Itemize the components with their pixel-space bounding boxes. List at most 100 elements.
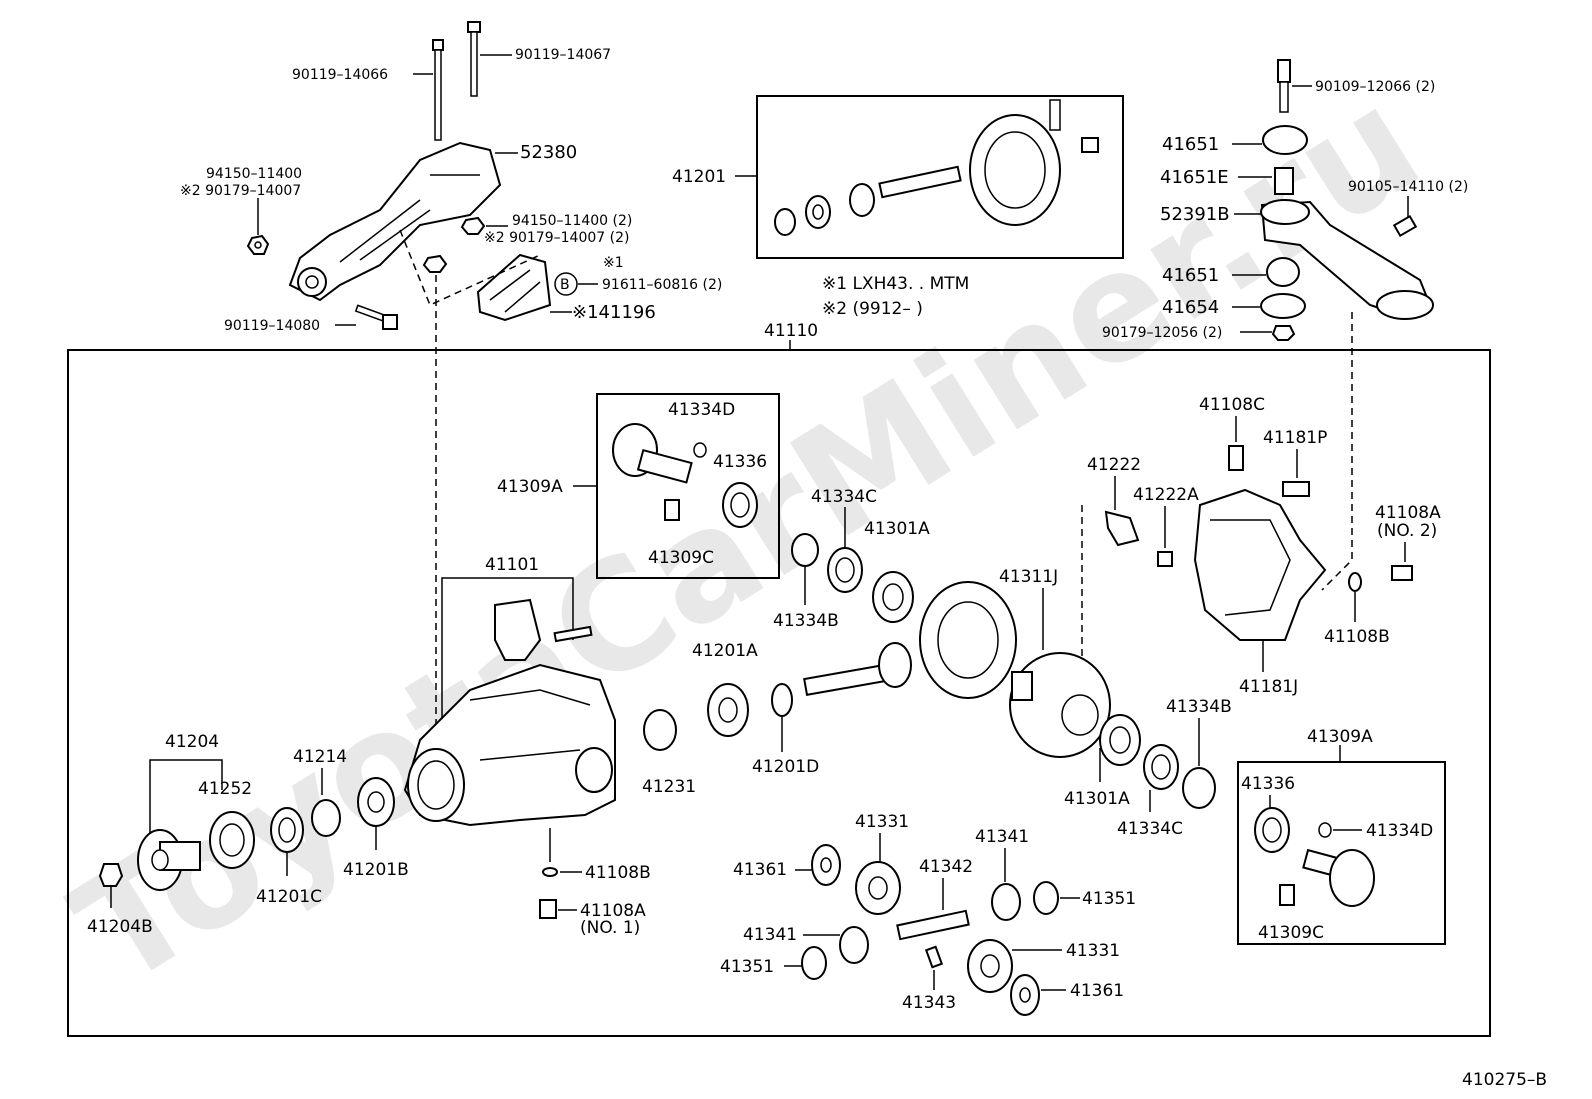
- ring-pinion-gear-41201: [774, 99, 1099, 236]
- label-90179-14007-2[interactable]: ※2 90179–14007 (2): [484, 230, 629, 246]
- label-41201[interactable]: 41201: [672, 167, 726, 187]
- label-41334d-lower[interactable]: 41334D: [1366, 821, 1433, 841]
- circle-b-marker: [554, 272, 578, 296]
- assembly-frame-41110: [67, 349, 1491, 1037]
- gasket-41108b-left: [542, 867, 558, 877]
- bolt-90119-14067: [467, 21, 481, 97]
- label-90179-14007[interactable]: ※2 90179–14007: [180, 183, 301, 199]
- label-41301a-lower[interactable]: 41301A: [1064, 789, 1130, 809]
- label-41201c[interactable]: 41201C: [256, 887, 322, 907]
- label-91611-60816[interactable]: 91611–60816 (2): [602, 277, 722, 293]
- label-41181j[interactable]: 41181J: [1239, 677, 1298, 697]
- shaft-41342: [896, 909, 970, 941]
- label-41331-lower[interactable]: 41331: [1066, 941, 1120, 961]
- box-41309a-lower: [1237, 761, 1446, 945]
- cover-41181j: [1193, 488, 1327, 641]
- label-41309c-lower[interactable]: 41309C: [1258, 923, 1324, 943]
- label-90105-14110[interactable]: 90105–14110 (2): [1348, 179, 1468, 195]
- differential-case-41311j: [1009, 652, 1111, 758]
- label-41252[interactable]: 41252: [198, 779, 252, 799]
- plug-41108a-no1: [539, 899, 557, 919]
- ring-gear: [919, 581, 1017, 699]
- bolt-90119-14080: [354, 304, 398, 330]
- label-94150-11400[interactable]: 94150–11400: [206, 166, 302, 182]
- label-41101[interactable]: 41101: [485, 555, 539, 575]
- label-41309a-lower[interactable]: 41309A: [1307, 727, 1373, 747]
- companion-flange-41204: [137, 829, 201, 891]
- label-41214[interactable]: 41214: [293, 747, 347, 767]
- label-41204b[interactable]: 41204B: [87, 917, 153, 937]
- label-41351-lower[interactable]: 41351: [720, 957, 774, 977]
- label-mark1[interactable]: ※1: [603, 255, 624, 271]
- pinion-41341-lower: [839, 926, 869, 964]
- label-41201b[interactable]: 41201B: [343, 860, 409, 880]
- label-41110[interactable]: 41110: [764, 321, 818, 341]
- label-41311j[interactable]: 41311J: [999, 567, 1058, 587]
- label-41651e[interactable]: 41651E: [1160, 167, 1229, 188]
- label-41108c[interactable]: 41108C: [1199, 395, 1265, 415]
- label-41651-lower[interactable]: 41651: [1162, 265, 1219, 286]
- label-52391b[interactable]: 52391B: [1160, 204, 1230, 225]
- washer-41351-lower: [801, 946, 827, 980]
- label-41201d[interactable]: 41201D: [752, 757, 819, 777]
- label-41334b-upper[interactable]: 41334B: [773, 611, 839, 631]
- label-41334c-lower[interactable]: 41334C: [1117, 819, 1183, 839]
- gasket-41108b-right: [1348, 572, 1362, 592]
- nut-90179-12056: [1271, 325, 1296, 341]
- bolt-41309c-upper: [664, 499, 680, 521]
- label-90119-14080[interactable]: 90119–14080: [224, 318, 320, 334]
- label-90119-14067[interactable]: 90119–14067: [515, 47, 611, 63]
- pinion-41341-upper: [991, 883, 1021, 921]
- cap-41101: [494, 598, 542, 661]
- label-41309c-upper[interactable]: 41309C: [648, 548, 714, 568]
- label-94150-11400-2[interactable]: 94150–11400 (2): [512, 213, 632, 229]
- label-90179-12056[interactable]: 90179–12056 (2): [1102, 325, 1222, 341]
- label-41351-upper[interactable]: 41351: [1082, 889, 1136, 909]
- washer-41654: [1260, 293, 1306, 319]
- bolt-90109-12066: [1277, 59, 1291, 113]
- label-41651-upper[interactable]: 41651: [1162, 134, 1219, 155]
- label-41336-upper[interactable]: 41336: [713, 452, 767, 472]
- label-41108b-right[interactable]: 41108B: [1324, 627, 1390, 647]
- label-41654[interactable]: 41654: [1162, 297, 1219, 318]
- label-41108b-left[interactable]: 41108B: [585, 863, 651, 883]
- nut-94150-11400-2: [460, 216, 486, 235]
- label-41108a-no1-sub[interactable]: (NO. 1): [580, 918, 640, 938]
- label-90109-12066[interactable]: 90109–12066 (2): [1315, 79, 1435, 95]
- label-41342[interactable]: 41342: [919, 857, 973, 877]
- bolt-41101: [553, 625, 593, 643]
- label-41341-upper[interactable]: 41341: [975, 827, 1029, 847]
- label-41201a[interactable]: 41201A: [692, 641, 758, 661]
- label-41108a-no2[interactable]: 41108A: [1375, 503, 1441, 523]
- dashed-guide-right: [1321, 312, 1353, 591]
- spacer-41231: [643, 709, 677, 751]
- label-41361-upper[interactable]: 41361: [733, 860, 787, 880]
- label-141196[interactable]: ※141196: [572, 302, 656, 323]
- label-41301a-upper[interactable]: 41301A: [864, 519, 930, 539]
- label-41336-lower[interactable]: 41336: [1241, 774, 1295, 794]
- label-41334b-lower[interactable]: 41334B: [1166, 697, 1232, 717]
- label-41334d-upper[interactable]: 41334D: [668, 400, 735, 420]
- label-41309a-upper[interactable]: 41309A: [497, 477, 563, 497]
- label-41222a[interactable]: 41222A: [1133, 485, 1199, 505]
- bolt-41181p: [1282, 481, 1310, 497]
- label-41343[interactable]: 41343: [902, 993, 956, 1013]
- label-41108a-no2-sub[interactable]: (NO. 2): [1377, 521, 1437, 541]
- label-41334c-upper[interactable]: 41334C: [811, 487, 877, 507]
- label-41341-lower[interactable]: 41341: [743, 925, 797, 945]
- label-41231[interactable]: 41231: [642, 777, 696, 797]
- label-41181p[interactable]: 41181P: [1263, 428, 1327, 448]
- label-90119-14066[interactable]: 90119–14066: [292, 67, 388, 83]
- label-41331-upper[interactable]: 41331: [855, 812, 909, 832]
- label-41108a-no1[interactable]: 41108A: [580, 901, 646, 921]
- nut-94150-11400: [246, 234, 270, 255]
- bolt-41309c-lower: [1279, 884, 1295, 906]
- washer-41351-upper: [1033, 881, 1059, 915]
- deflector-41214: [311, 799, 341, 837]
- label-41361-lower[interactable]: 41361: [1070, 981, 1124, 1001]
- box-41201: [756, 95, 1124, 259]
- label-41222[interactable]: 41222: [1087, 455, 1141, 475]
- label-52380[interactable]: 52380: [520, 142, 577, 163]
- nut-under-bracket: [422, 254, 448, 273]
- label-41204[interactable]: 41204: [165, 732, 219, 752]
